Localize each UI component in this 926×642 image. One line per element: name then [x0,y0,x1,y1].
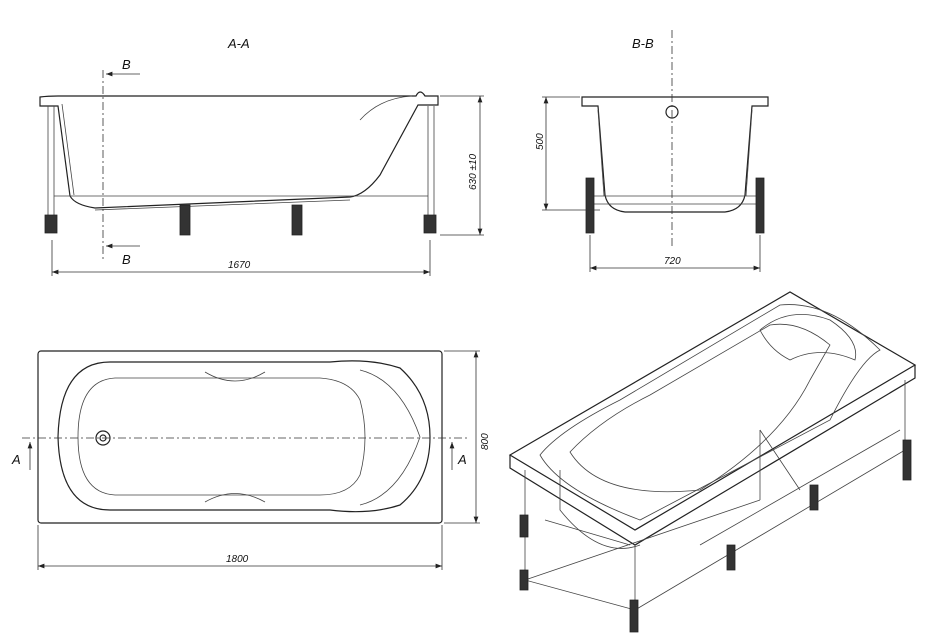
cut-label-b-bottom: B [122,252,131,267]
section-a-a-view: A-A B B 1670 630 ±10 [39,36,484,276]
section-a-a-title: A-A [227,36,250,51]
cut-label-a-right: A [457,452,467,467]
height-dimension-630: 630 ±10 [468,153,479,190]
length-dimension-1800: 1800 [226,554,249,565]
length-dimension-1670: 1670 [228,260,251,271]
isometric-view [508,291,917,633]
height-dimension-500: 500 [535,133,546,150]
section-b-b-title: B-B [632,36,654,51]
plan-view: A A 800 1800 [11,350,491,570]
cut-label-b-top: B [122,57,131,72]
cut-label-a-left: A [11,452,21,467]
section-b-b-view: B-B 500 720 [535,30,769,272]
width-dimension-800: 800 [480,433,491,450]
width-dimension-720: 720 [664,256,681,267]
